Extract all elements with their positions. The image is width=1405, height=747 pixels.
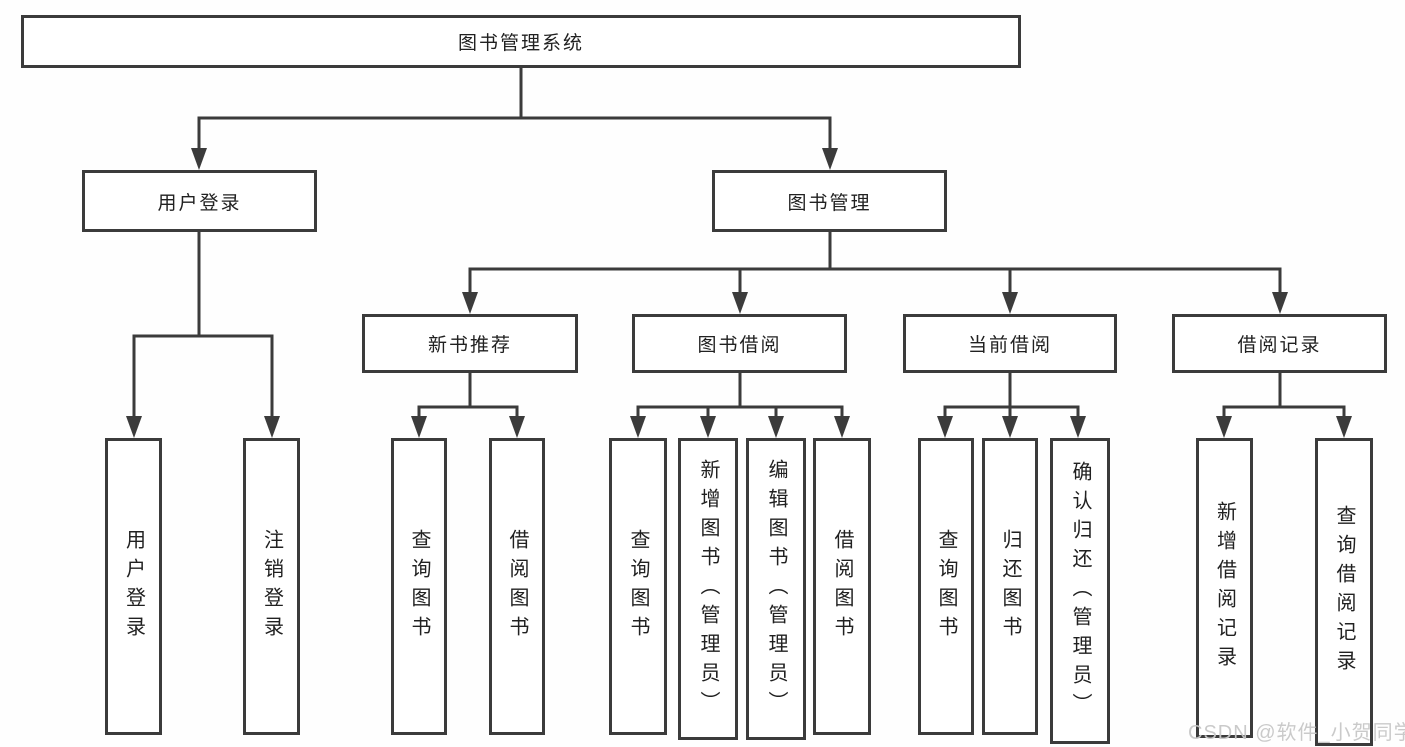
leaf-recommend-borrow-books: 借阅图书 [489,438,545,735]
arrow-down-icon [1070,416,1086,438]
arrow-down-icon [937,416,953,438]
leaf-query-borrow-record: 查询借阅记录 [1315,438,1373,746]
leaf-add-books-admin-label: 新增图书（管理员） [697,458,719,720]
leaf-query-borrow-record-label: 查询借阅记录 [1333,505,1355,679]
arrow-down-icon [126,416,142,438]
leaf-add-books-admin: 新增图书（管理员） [678,438,738,740]
arrow-down-icon [191,148,207,170]
arrow-down-icon [462,292,478,314]
leaf-add-borrow-record-label: 新增借阅记录 [1213,501,1236,675]
node-root-label: 图书管理系统 [457,33,584,54]
arrow-down-icon [822,148,838,170]
node-current-borrow: 当前借阅 [903,314,1117,373]
leaf-borrow-query-books-label: 查询图书 [627,528,649,645]
leaf-current-query-books: 查询图书 [918,438,974,735]
leaf-logout-label: 注销登录 [260,528,283,645]
leaf-add-borrow-record: 新增借阅记录 [1196,438,1253,738]
leaf-borrow-query-books: 查询图书 [609,438,667,735]
arrow-down-icon [509,416,525,438]
arrow-down-icon [732,292,748,314]
leaf-user-login-label: 用户登录 [122,528,145,645]
node-user-login: 用户登录 [82,170,317,232]
node-current-borrow-label: 当前借阅 [967,335,1052,356]
node-root: 图书管理系统 [21,15,1021,68]
node-book-borrow-label: 图书借阅 [697,335,782,356]
leaf-recommend-borrow-books-label: 借阅图书 [506,528,528,645]
node-borrow-records: 借阅记录 [1172,314,1387,373]
connector-borrow-to-children [636,372,844,420]
leaf-return-books-label: 归还图书 [999,528,1021,645]
leaf-logout: 注销登录 [243,438,300,735]
node-book-borrow: 图书借阅 [632,314,847,373]
leaf-recommend-query-books: 查询图书 [391,438,447,735]
arrow-down-icon [411,416,427,438]
arrow-down-icon [630,416,646,438]
node-book-management-label: 图书管理 [787,192,872,214]
arrow-down-icon [1336,416,1352,438]
node-new-book-recommend: 新书推荐 [362,314,578,373]
leaf-edit-books-admin: 编辑图书（管理员） [746,438,806,740]
leaf-user-login: 用户登录 [105,438,162,735]
csdn-watermark: CSDN @软件_小贺同学 [1188,722,1405,744]
node-book-management: 图书管理 [712,170,947,232]
leaf-return-books: 归还图书 [982,438,1038,735]
connector-current-to-children [943,372,1080,420]
connector-login-to-children [132,232,274,419]
leaf-confirm-return-admin: 确认归还（管理员） [1050,438,1110,744]
connector-records-to-children [1222,372,1346,420]
arrow-down-icon [264,416,280,438]
arrow-down-icon [768,416,784,438]
arrow-down-icon [1002,416,1018,438]
leaf-borrow-books-label: 借阅图书 [831,528,853,645]
leaf-borrow-books: 借阅图书 [813,438,871,735]
node-new-book-recommend-label: 新书推荐 [427,335,512,356]
leaf-current-query-books-label: 查询图书 [935,528,957,645]
arrow-down-icon [1002,292,1018,314]
node-borrow-records-label: 借阅记录 [1237,335,1322,356]
arrowheads [126,148,1352,438]
arrow-down-icon [1216,416,1232,438]
connector-root-to-level2 [197,68,832,151]
leaf-confirm-return-admin-label: 确认归还（管理员） [1069,460,1091,722]
arrow-down-icon [700,416,716,438]
arrow-down-icon [834,416,850,438]
connector-management-to-level3 [468,232,1282,296]
node-user-login-label: 用户登录 [157,192,242,214]
connector-recommend-to-children [417,372,519,420]
leaf-recommend-query-books-label: 查询图书 [408,528,430,645]
arrow-down-icon [1272,292,1288,314]
leaf-edit-books-admin-label: 编辑图书（管理员） [765,458,787,720]
